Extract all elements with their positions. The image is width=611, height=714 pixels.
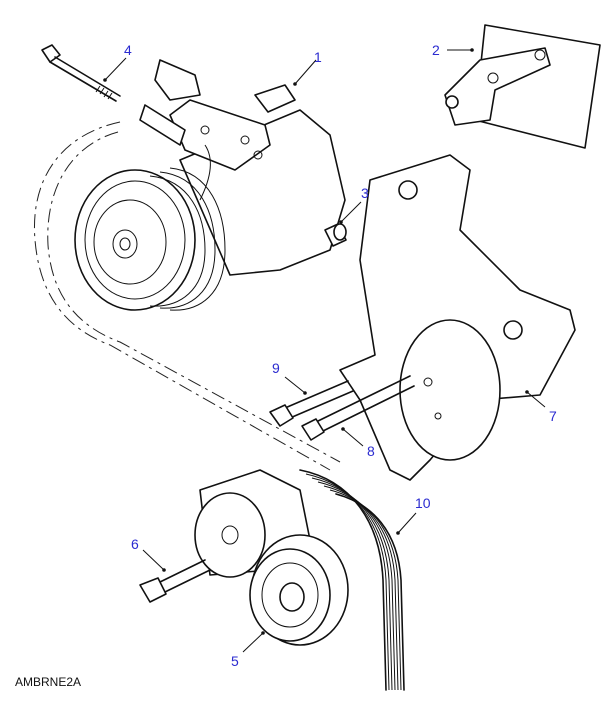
heat-shield-plate (444, 24, 601, 149)
callout-8: 8 (367, 443, 375, 459)
diagram-caption: AMBRNE2A (15, 675, 82, 689)
drive-belt (299, 469, 405, 691)
bracket-bolt-short (269, 380, 354, 427)
callout-1: 1 (314, 49, 322, 65)
callout-5: 5 (231, 653, 239, 669)
mounting-bracket (339, 154, 576, 481)
callout-4: 4 (124, 42, 132, 58)
callout-9: 9 (272, 360, 280, 376)
tensioner-bolt (139, 559, 211, 603)
long-bolt (41, 44, 121, 102)
compressor (74, 59, 346, 311)
callout-10: 10 (415, 495, 431, 511)
callout-6: 6 (131, 536, 139, 552)
leader-lines (103, 48, 546, 653)
callout-2: 2 (432, 42, 440, 58)
callout-3: 3 (361, 185, 369, 201)
callout-7: 7 (549, 408, 557, 424)
spacer-bush (324, 223, 347, 247)
idler-pulley (249, 534, 349, 646)
bracket-bolt-long (301, 375, 415, 441)
belt-phantom-path (33, 121, 341, 471)
